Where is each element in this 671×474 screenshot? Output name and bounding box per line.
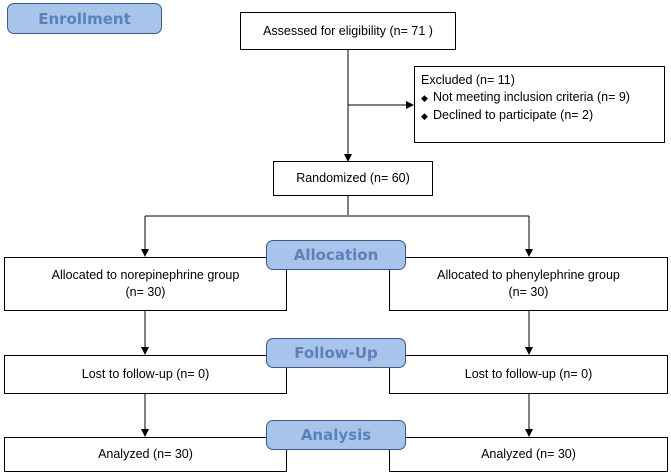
- right-allocated-line1: Allocated to phenylephrine group: [437, 268, 620, 282]
- right-lost-text: Lost to follow-up (n= 0): [464, 367, 593, 381]
- randomized-box: Randomized (n= 60): [273, 161, 433, 196]
- left-lost-box: Lost to follow-up (n= 0): [4, 355, 287, 394]
- stage-analysis: Analysis: [266, 420, 406, 450]
- left-allocated-line1: Allocated to norepinephrine group: [51, 268, 240, 282]
- stage-allocation: Allocation: [266, 240, 406, 270]
- stage-followup-label: Follow-Up: [294, 344, 378, 362]
- randomized-text: Randomized (n= 60): [296, 171, 410, 185]
- stage-followup: Follow-Up: [266, 338, 406, 368]
- stage-analysis-label: Analysis: [300, 426, 372, 444]
- excluded-item-label: Declined to participate (n= 2): [433, 108, 594, 122]
- right-allocated-box: Allocated to phenylephrine group (n= 30): [389, 257, 668, 311]
- diamond-bullet-icon: ◆: [421, 111, 428, 121]
- left-allocated-line2: (n= 30): [125, 285, 166, 299]
- right-lost-box: Lost to follow-up (n= 0): [389, 355, 668, 394]
- left-lost-text: Lost to follow-up (n= 0): [81, 367, 210, 381]
- stage-allocation-label: Allocation: [293, 246, 379, 264]
- stage-enrollment: Enrollment: [7, 3, 162, 34]
- stage-enrollment-label: Enrollment: [38, 9, 131, 28]
- excluded-title: Excluded (n= 11): [421, 73, 515, 87]
- left-allocated-box: Allocated to norepinephrine group (n= 30…: [4, 257, 287, 311]
- diamond-bullet-icon: ◆: [421, 93, 428, 103]
- right-analyzed-box: Analyzed (n= 30): [389, 437, 668, 472]
- left-analyzed-text: Analyzed (n= 30): [98, 447, 193, 461]
- excluded-item-label: Not meeting inclusion criteria (n= 9): [433, 90, 630, 104]
- excluded-item: ◆ Not meeting inclusion criteria (n= 9): [421, 89, 664, 107]
- assessed-box: Assessed for eligibility (n= 71 ): [240, 12, 456, 50]
- right-allocated-line2: (n= 30): [508, 285, 549, 299]
- right-analyzed-text: Analyzed (n= 30): [481, 447, 576, 461]
- excluded-box: Excluded (n= 11) ◆ Not meeting inclusion …: [414, 66, 665, 143]
- assessed-text: Assessed for eligibility (n= 71 ): [263, 23, 433, 38]
- excluded-item: ◆ Declined to participate (n= 2): [421, 107, 664, 125]
- left-analyzed-box: Analyzed (n= 30): [4, 437, 287, 472]
